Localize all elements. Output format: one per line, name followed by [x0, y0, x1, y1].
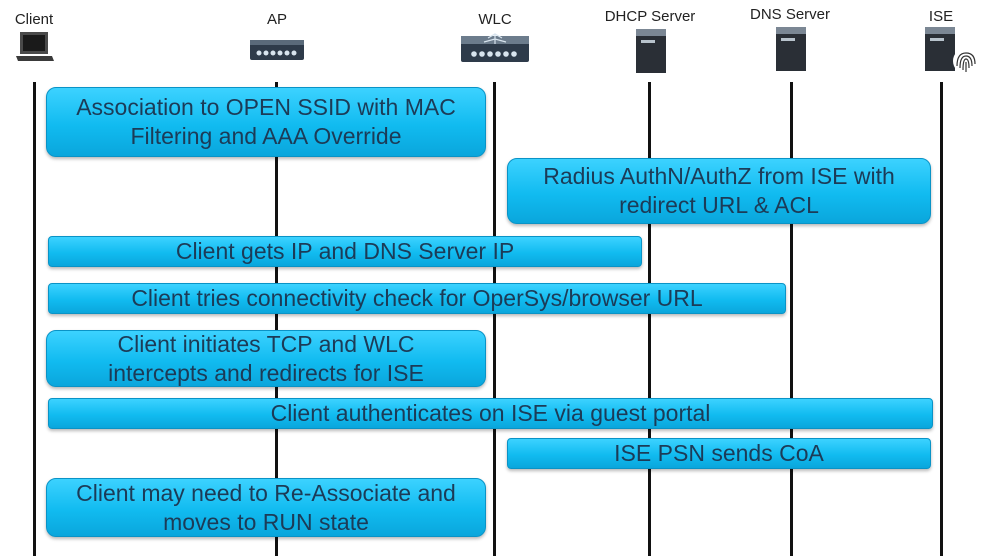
lifeline-client	[33, 82, 36, 556]
actor-label-wlc: WLC	[478, 11, 512, 28]
actor-label-ap: AP	[266, 11, 288, 28]
lifeline-dns	[790, 82, 793, 556]
step-association: Association to OPEN SSID with MAC Filter…	[46, 87, 486, 157]
step-association-text: Association to OPEN SSID with MAC Filter…	[76, 94, 456, 149]
step-radius-auth: Radius AuthN/AuthZ from ISE with redirec…	[507, 158, 931, 224]
dhcp-server-icon	[636, 29, 666, 73]
step-guest-portal: Client authenticates on ISE via guest po…	[48, 398, 933, 429]
step-tcp-intercept: Client initiates TCP and WLC intercepts …	[46, 330, 486, 387]
step-client-gets-ip-text: Client gets IP and DNS Server IP	[175, 238, 515, 264]
dns-server-icon	[776, 27, 806, 71]
step-client-gets-ip: Client gets IP and DNS Server IP	[48, 236, 642, 267]
wireless-controller-icon	[461, 33, 529, 62]
lifeline-ap	[275, 82, 278, 556]
lifeline-wlc	[493, 82, 496, 556]
step-reassociate-text: Client may need to Re-Associate and move…	[76, 479, 456, 535]
step-radius-auth-text: Radius AuthN/AuthZ from ISE with redirec…	[543, 163, 895, 218]
lifeline-ise	[940, 82, 943, 556]
laptop-icon	[16, 32, 54, 61]
step-connectivity-check-text: Client tries connectivity check for Oper…	[131, 285, 703, 311]
ise-server-fingerprint-icon	[925, 27, 979, 74]
step-coa-text: ISE PSN sends CoA	[614, 440, 824, 466]
actor-label-dhcp: DHCP Server	[604, 8, 696, 25]
step-tcp-intercept-text: Client initiates TCP and WLC intercepts …	[108, 330, 424, 386]
actor-label-dns: DNS Server	[749, 6, 831, 23]
step-guest-portal-text: Client authenticates on ISE via guest po…	[270, 400, 711, 426]
actor-label-ise: ISE	[928, 8, 954, 25]
actor-label-client: Client	[14, 11, 54, 28]
step-coa: ISE PSN sends CoA	[507, 438, 931, 469]
lifeline-dhcp	[648, 82, 651, 556]
step-connectivity-check: Client tries connectivity check for Oper…	[48, 283, 786, 314]
step-reassociate: Client may need to Re-Associate and move…	[46, 478, 486, 537]
access-point-icon	[250, 40, 304, 60]
